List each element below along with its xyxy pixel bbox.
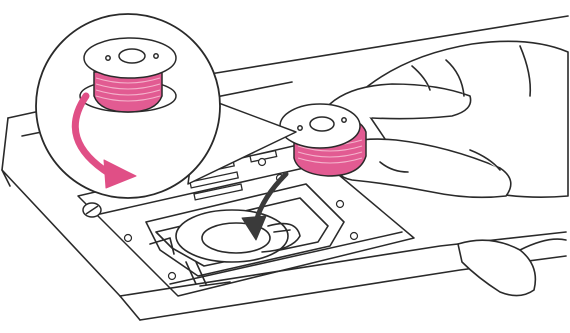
bobbin-rotation-detail-icon	[36, 14, 296, 198]
bobbin-detail	[80, 38, 176, 112]
screw-icon	[83, 203, 101, 217]
bobbin-icon	[280, 104, 366, 176]
bobbin-case	[146, 184, 344, 286]
